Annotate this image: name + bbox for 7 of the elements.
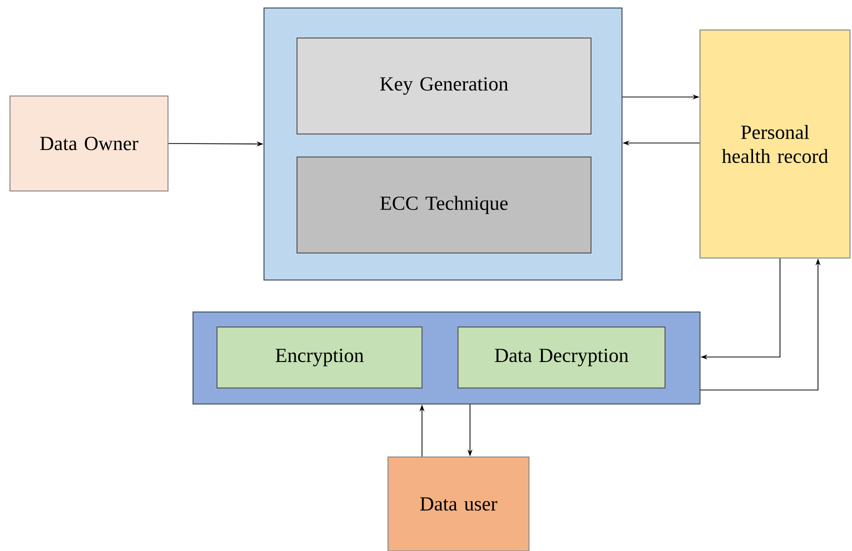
process-box: Personal health record	[700, 30, 850, 258]
process-box: Data user	[388, 456, 530, 551]
process-box: Data Decryption	[458, 326, 666, 388]
process-box: Data Owner	[10, 96, 168, 192]
process-box: Key Generation	[296, 38, 592, 134]
process-box: ECC Technique	[296, 156, 592, 254]
process-box: Encryption	[216, 326, 422, 388]
